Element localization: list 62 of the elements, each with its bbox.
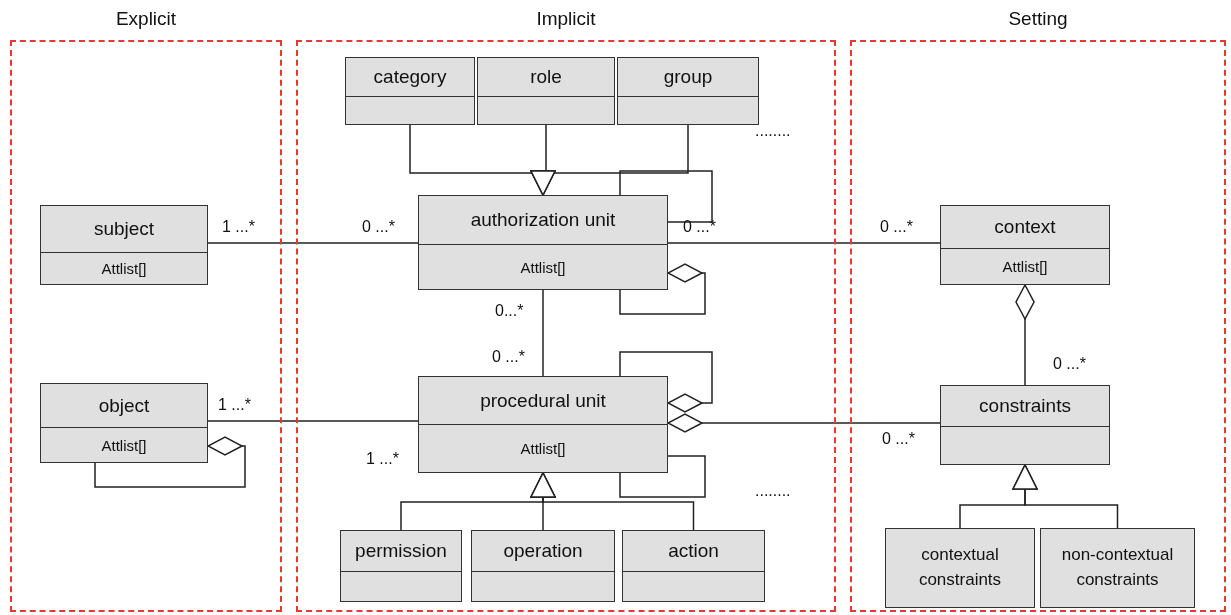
aggregation-line (667, 413, 941, 433)
self-aggregation-line (619, 263, 706, 315)
group-title: Explicit (115, 8, 177, 30)
generalization-arrow (530, 472, 695, 531)
multiplicity-label: 0 ...* (362, 218, 395, 236)
class-box (1040, 528, 1195, 608)
multiplicity-label: 0 ...* (1053, 355, 1086, 373)
attribute-text: Attlist[] (520, 258, 566, 276)
class-name: operation (503, 540, 583, 562)
self-aggregation-line (619, 351, 713, 413)
class-box (418, 195, 668, 290)
multiplicity-label: 0 ...* (882, 430, 915, 448)
class-name: category (373, 66, 447, 88)
class-box (617, 57, 759, 125)
multiplicity-label: 1 ...* (222, 218, 255, 236)
association-line (542, 289, 544, 377)
class-name: authorization unit (470, 209, 616, 231)
multiplicity-label: 0 ...* (492, 348, 525, 366)
class-name: role (530, 66, 562, 88)
multiplicity-label: 0 ...* (880, 218, 913, 236)
class-box (40, 383, 208, 463)
generalization-arrow (1012, 464, 1119, 529)
class-name: object (98, 394, 150, 417)
attribute-text: Attlist[] (101, 260, 147, 277)
group-title: Implicit (536, 8, 596, 30)
association-line (667, 242, 941, 244)
class-name: group (663, 66, 713, 88)
group-title: Setting (1008, 8, 1068, 30)
ellipsis-text: ........ (755, 482, 791, 500)
multiplicity-label: 1 ...* (366, 450, 399, 468)
multiplicity-label: 0 ...* (683, 218, 716, 236)
aggregation-line (1015, 284, 1035, 386)
class-box (885, 528, 1035, 608)
class-name: action (668, 540, 719, 562)
attribute-text: Attlist[] (1002, 258, 1048, 275)
multiplicity-label: 0...* (495, 302, 524, 320)
class-box (940, 385, 1110, 465)
association-line (207, 242, 419, 244)
class-box (418, 376, 668, 473)
self-association-line (619, 455, 706, 498)
generalization-arrow (530, 124, 689, 196)
class-name: subject (93, 218, 155, 240)
attribute-text: Attlist[] (520, 440, 566, 457)
class-name: context (994, 216, 1056, 238)
class-name: constraints (979, 395, 1071, 417)
class-box (471, 530, 615, 602)
class-name: procedural unit (480, 389, 606, 412)
self-association-line (619, 170, 713, 223)
multiplicity-label: 1 ...* (218, 396, 251, 414)
ellipsis-text: ........ (755, 122, 791, 140)
class-box (340, 530, 462, 602)
class-name: permission (355, 540, 447, 562)
class-box (622, 530, 765, 602)
association-line (207, 420, 419, 422)
self-aggregation-line (94, 436, 246, 488)
class-box (345, 57, 475, 125)
class-box (40, 205, 208, 285)
class-name: contextual constraints (917, 544, 1003, 591)
class-box (477, 57, 615, 125)
class-box (940, 205, 1110, 285)
class-name: non-contextual constraints (1060, 544, 1175, 591)
attribute-text: Attlist[] (101, 436, 147, 454)
